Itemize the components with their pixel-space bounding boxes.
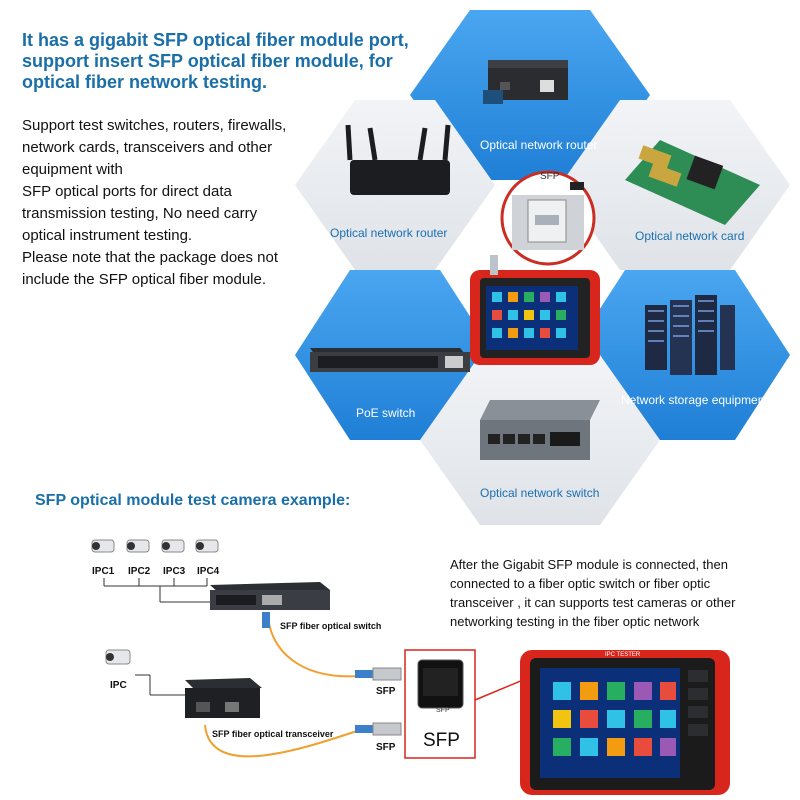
hex-bottom-label: Optical network switch [480, 486, 600, 500]
headline: It has a gigabit SFP optical fiber modul… [22, 30, 442, 93]
description-line: include the SFP optical fiber module. [22, 271, 267, 288]
sfp-label-1: SFP [376, 686, 396, 697]
zoom-sfp-label: SFP [540, 171, 560, 182]
example-diagram [91, 539, 730, 795]
hex-right-lower-label: Network storage equipment [621, 393, 768, 407]
paragraph-line: connected to a fiber optic switch or fib… [450, 576, 711, 591]
paragraph-line: networking testing in the fiber optic ne… [450, 614, 700, 629]
single-camera-icon [105, 649, 131, 665]
router-icon [345, 124, 451, 195]
sfp-box-label: SFP [423, 730, 460, 751]
ipc4-label: IPC4 [197, 566, 220, 577]
description-line: Support test switches, routers, firewall… [22, 117, 287, 134]
hex-left-lower-label: PoE switch [356, 406, 416, 420]
ipc1-label: IPC1 [92, 566, 115, 577]
poe-switch-icon [310, 348, 470, 372]
tester-device-icon [470, 255, 600, 365]
description-line: optical instrument testing. [22, 227, 193, 244]
description-line: Please note that the package does not [22, 249, 279, 266]
hex-right-upper-label: Optical network card [635, 229, 745, 243]
paragraph-line: transceiver , it can supports test camer… [450, 595, 736, 610]
headline-line-3: optical fiber network testing. [22, 72, 268, 92]
ipc3-label: IPC3 [163, 566, 186, 577]
fiber-transceiver-icon [185, 678, 262, 718]
optical-switch-icon [480, 400, 600, 460]
description-line: equipment with [22, 161, 123, 178]
example-paragraph: After the Gigabit SFP module is connecte… [450, 555, 770, 631]
example-title: SFP optical module test camera example: [35, 492, 351, 509]
description-line: network cards, transceivers and other [22, 139, 273, 156]
ipc-tester-device [520, 650, 730, 795]
sfp-label-2: SFP [376, 742, 396, 753]
hex-left-upper-label: Optical network router [330, 226, 448, 240]
tester-header: IPC TESTER [605, 652, 641, 658]
fiber-switch-icon [210, 582, 330, 610]
sfp-zoom-circle [500, 170, 596, 266]
network-card-icon [625, 140, 760, 225]
ipc2-label: IPC2 [128, 566, 151, 577]
storage-rack-icon [645, 295, 735, 375]
description-line: transmission testing, No need carry [22, 205, 258, 222]
media-converter-icon [483, 60, 568, 104]
headline-line-1: It has a gigabit SFP optical fiber modul… [22, 30, 409, 50]
hex-top-label: Optical network router [480, 138, 598, 152]
paragraph-line: After the Gigabit SFP module is connecte… [450, 557, 728, 572]
ipc-label: IPC [110, 680, 127, 691]
headline-line-2: support insert SFP optical fiber module,… [22, 51, 393, 71]
transceiver-label: SFP fiber optical transceiver [212, 729, 334, 739]
sfp-box-small-label: SFP [436, 707, 450, 714]
switch-label: SFP fiber optical switch [280, 621, 382, 631]
description: Support test switches, routers, firewall… [22, 115, 322, 291]
description-line: SFP optical ports for direct data [22, 183, 232, 200]
